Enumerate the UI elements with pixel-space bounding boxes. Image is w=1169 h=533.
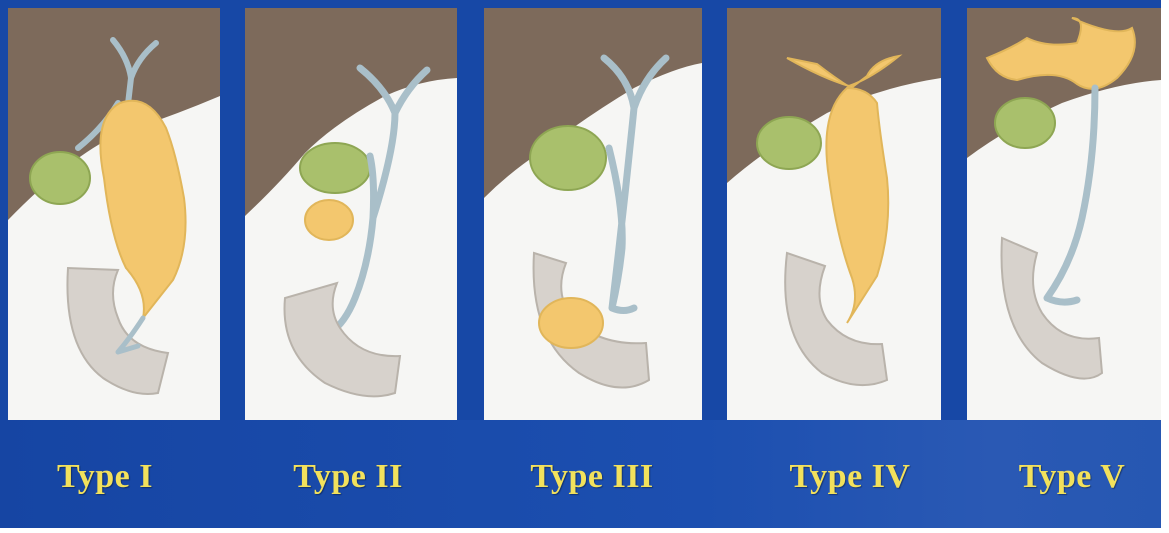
type-1-illustration bbox=[8, 8, 220, 420]
panel-type-4 bbox=[727, 8, 941, 420]
label-type-4: Type IV bbox=[740, 458, 960, 496]
right-edge bbox=[1161, 0, 1169, 533]
choledochocele-shape bbox=[539, 298, 603, 348]
panel-type-3 bbox=[484, 8, 702, 420]
gallbladder-shape bbox=[300, 143, 370, 193]
panel-type-2 bbox=[245, 8, 457, 420]
cyst-shape bbox=[826, 88, 888, 323]
diverticulum-shape bbox=[305, 200, 353, 240]
label-type-1: Type I bbox=[0, 458, 215, 496]
duodenum-shape bbox=[285, 283, 401, 396]
type-2-illustration bbox=[245, 8, 457, 420]
type-4-illustration bbox=[727, 8, 941, 420]
gallbladder-shape bbox=[530, 126, 606, 190]
gallbladder-shape bbox=[995, 98, 1055, 148]
label-type-5: Type V bbox=[962, 458, 1169, 496]
panel-type-5 bbox=[967, 8, 1161, 420]
bottom-edge bbox=[0, 528, 1169, 533]
type-3-illustration bbox=[484, 8, 702, 420]
gallbladder-shape bbox=[30, 152, 90, 204]
label-type-3: Type III bbox=[482, 458, 702, 496]
panel-type-1 bbox=[8, 8, 220, 420]
gallbladder-shape bbox=[757, 117, 821, 169]
label-type-2: Type II bbox=[238, 458, 458, 496]
duodenum-shape bbox=[1002, 238, 1103, 379]
type-5-illustration bbox=[967, 8, 1161, 420]
